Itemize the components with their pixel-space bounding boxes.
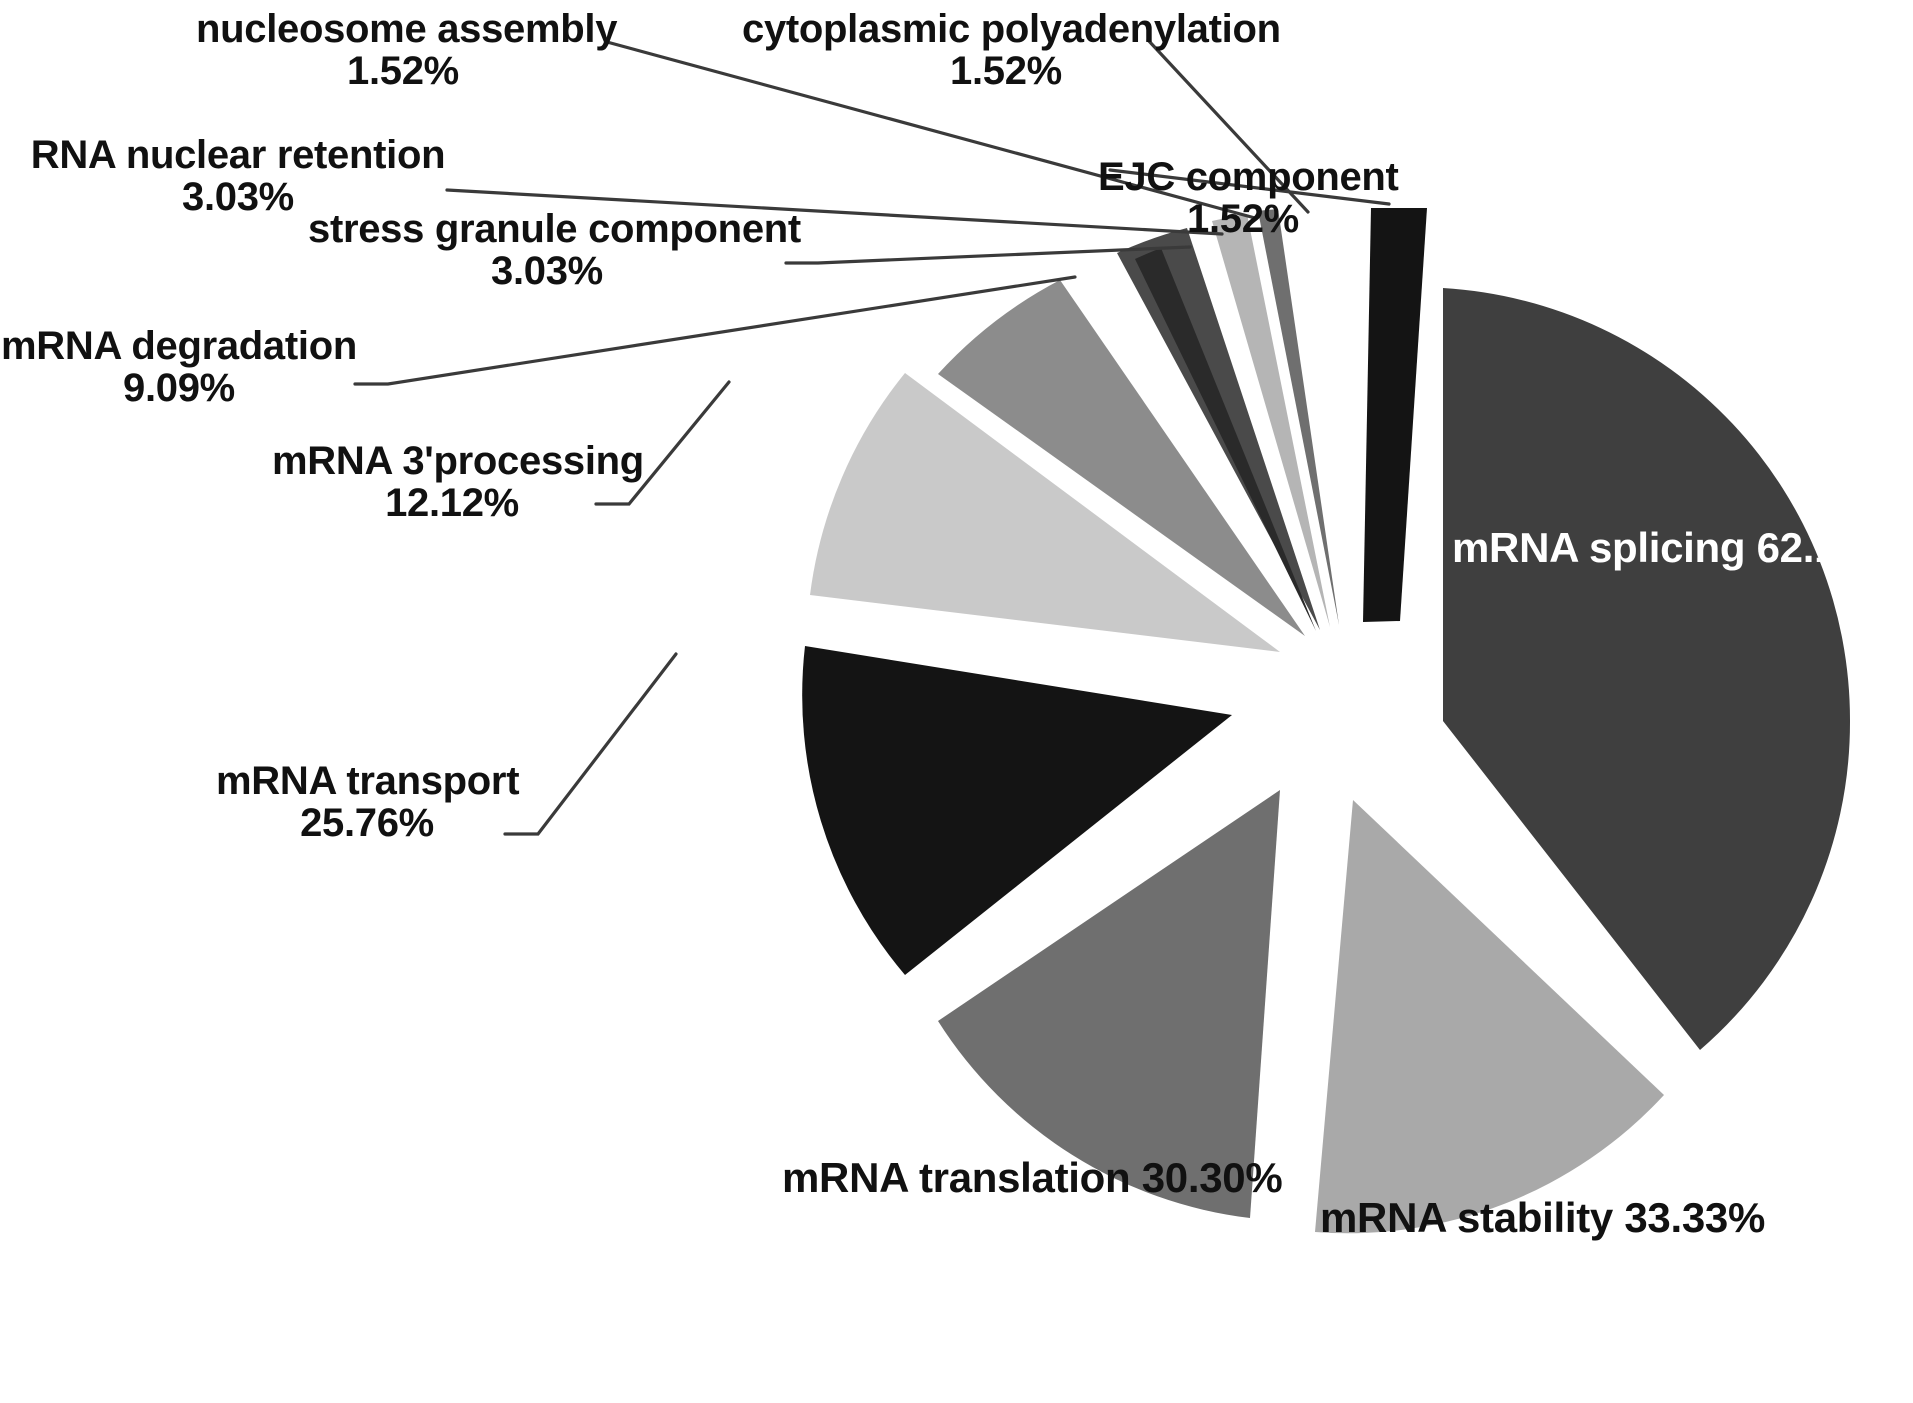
label-percent: 25.76% bbox=[300, 801, 434, 846]
label-rna-nuclear-retention: RNA nuclear retention 3.03% bbox=[28, 134, 448, 219]
slice-label-text-line1: mRNA bbox=[782, 1154, 908, 1201]
label-text: mRNA degradation bbox=[1, 324, 357, 368]
pie-slice-mrna-3processing[interactable] bbox=[810, 373, 1280, 652]
label-percent: 12.12% bbox=[385, 481, 519, 526]
leader-line-nucleosome-assembly bbox=[605, 40, 1257, 220]
label-text: RNA nuclear retention bbox=[30, 133, 446, 177]
leader-line-mrna-degradation bbox=[353, 275, 1077, 386]
pie-slice-ejc-component[interactable] bbox=[1363, 208, 1427, 622]
label-percent: 1.52% bbox=[1187, 197, 1299, 242]
label-stress-granule-component: stress granule component 3.03% bbox=[308, 207, 801, 294]
label-nucleosome-assembly: nucleosome assembly 1.52% bbox=[196, 7, 618, 94]
pie-slices bbox=[802, 208, 1851, 1234]
label-mrna-degradation: mRNA degradation 9.09% bbox=[0, 325, 358, 410]
pie-slice-mrna-splicing[interactable] bbox=[1443, 288, 1851, 1050]
label-text: EJC component bbox=[1098, 155, 1399, 199]
label-mrna-3processing: mRNA 3'processing 12.12% bbox=[272, 439, 644, 526]
label-mrna-transport: mRNA transport 25.76% bbox=[216, 759, 520, 846]
leader-line-rna-nuclear-retention bbox=[445, 188, 1224, 236]
leader-lines bbox=[353, 38, 1391, 836]
slice-label-mrna-splicing: mRNA splicing 62.12% bbox=[1452, 524, 1898, 571]
label-text: nucleosome assembly bbox=[196, 7, 618, 51]
slice-label-percent: 62.12% bbox=[1756, 524, 1898, 571]
pie-slice-mrna-stability[interactable] bbox=[1315, 800, 1664, 1234]
label-ejc-component: EJC component 1.52% bbox=[1098, 155, 1399, 242]
pie-slice-cytoplasmic-polyadenylation[interactable] bbox=[1258, 209, 1339, 625]
leader-line-cytoplasmic-polyadenylation bbox=[1146, 38, 1310, 214]
slice-label-text: mRNA stability bbox=[1320, 1194, 1613, 1241]
leader-line-mrna-transport bbox=[503, 652, 678, 836]
label-percent: 3.03% bbox=[182, 175, 294, 220]
label-percent: 3.03% bbox=[491, 249, 603, 294]
label-cytoplasmic-polyadenylation: cytoplasmic polyadenylation 1.52% bbox=[742, 7, 1281, 94]
leader-line-mrna-3processing bbox=[594, 380, 731, 506]
slice-label-percent: 30.30% bbox=[1141, 1154, 1283, 1201]
pie-slice-mrna-transport[interactable] bbox=[802, 646, 1232, 975]
pie-slice-rna-nuclear-retention[interactable] bbox=[1212, 214, 1330, 627]
label-text: mRNA 3'processing bbox=[272, 439, 644, 483]
pie-slice-nucleosome-assembly[interactable] bbox=[1135, 248, 1316, 631]
slice-label-text: mRNA splicing bbox=[1452, 524, 1746, 571]
slice-label-mrna-stability: mRNA stability 33.33% bbox=[1320, 1194, 1765, 1241]
pie-slice-mrna-degradation[interactable] bbox=[938, 280, 1305, 636]
leader-line-ejc-component bbox=[1108, 168, 1391, 206]
pie-slice-mrna-translation[interactable] bbox=[938, 790, 1280, 1218]
label-percent: 1.52% bbox=[950, 49, 1062, 94]
slice-label-percent: 33.33% bbox=[1624, 1194, 1765, 1241]
label-text: cytoplasmic polyadenylation bbox=[742, 7, 1281, 51]
slice-label-mrna-translation: mRNA translation 30.30% bbox=[782, 1154, 1283, 1201]
slice-label-text-line2: translation bbox=[918, 1154, 1131, 1201]
label-percent: 9.09% bbox=[123, 366, 235, 411]
label-text: stress granule component bbox=[308, 207, 801, 251]
label-percent: 1.52% bbox=[347, 49, 459, 94]
label-text: mRNA transport bbox=[216, 759, 520, 803]
leader-line-stress-granule-component bbox=[784, 245, 1192, 265]
